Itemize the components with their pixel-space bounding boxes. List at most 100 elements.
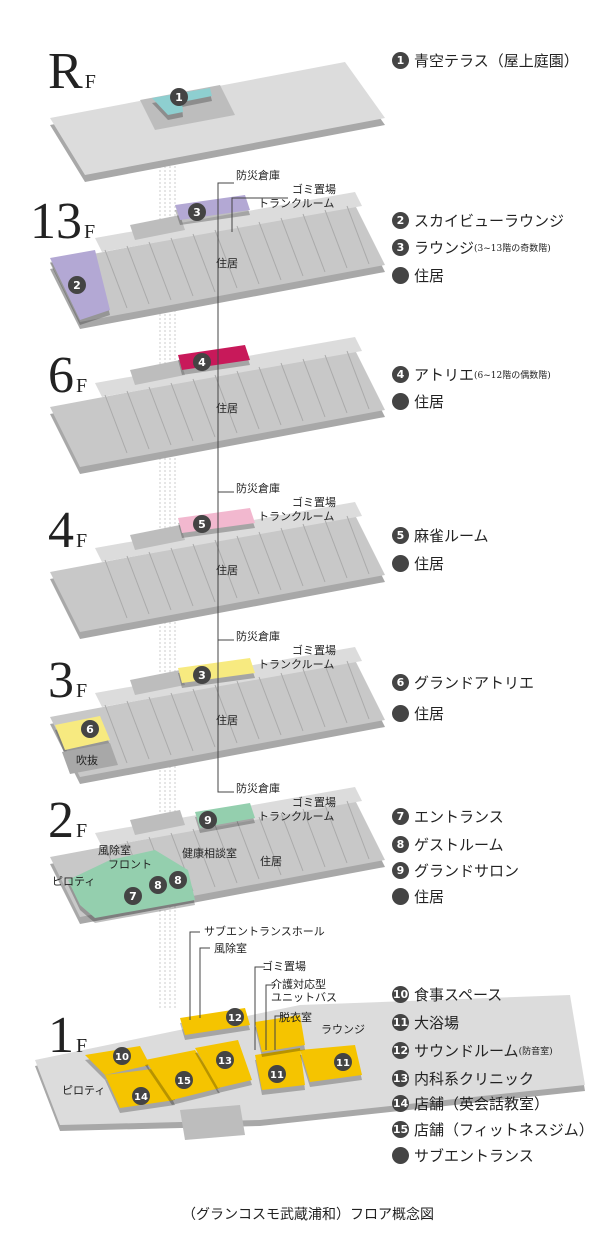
badge-number: 6 xyxy=(86,723,94,736)
badge-icon: 9 xyxy=(392,862,409,879)
legend-item: サブエントランス xyxy=(392,1145,534,1166)
badge-number: 10 xyxy=(115,1052,129,1063)
badge-icon xyxy=(170,88,188,106)
badge-number: 3 xyxy=(198,669,206,682)
unit-divider xyxy=(148,241,172,301)
badge-icon xyxy=(216,1051,234,1069)
legend-label: 住居 xyxy=(414,267,445,285)
badge-icon xyxy=(392,267,409,284)
label-windbreak-2f: 風除室 xyxy=(98,844,131,857)
badge-icon xyxy=(193,666,211,684)
badge-icon xyxy=(175,1071,193,1089)
unit-divider xyxy=(302,213,326,273)
label-care-bath: 介護対応型 xyxy=(271,978,326,991)
label-disaster-storage-3f: 防災倉庫 xyxy=(236,630,280,643)
label-garbage-13f: ゴミ置場 xyxy=(292,183,336,196)
unit-divider xyxy=(104,394,128,454)
unit-divider xyxy=(258,221,282,281)
floor-3f-core xyxy=(130,670,185,695)
badge-number: 9 xyxy=(204,814,212,827)
label-residence-3f: 住居 xyxy=(216,714,238,727)
unit-divider xyxy=(346,800,370,860)
badge-icon: 15 xyxy=(392,1121,409,1138)
unit-divider xyxy=(192,233,216,293)
badge-icon xyxy=(392,705,409,722)
badge-number: 4 xyxy=(198,356,206,369)
legend-label: 麻雀ルーム xyxy=(414,527,489,545)
legend-label: 大浴場 xyxy=(414,1014,460,1032)
legend-label: グランドサロン xyxy=(414,862,520,880)
legend-label: 食事スペース xyxy=(414,986,503,1004)
badge-icon xyxy=(334,1053,352,1071)
badge-number: 8 xyxy=(154,879,162,892)
badge-number: 11 xyxy=(270,1070,284,1081)
badge-icon: 4 xyxy=(392,366,409,383)
legend-label: サウンドルーム xyxy=(414,1042,519,1060)
unit-divider xyxy=(280,812,304,872)
badge-icon: 11 xyxy=(392,1014,409,1031)
label-atrium: 吹抜 xyxy=(76,754,98,767)
unit-divider xyxy=(280,362,304,422)
label-garbage-2f: ゴミ置場 xyxy=(292,796,336,809)
badge-icon xyxy=(268,1065,286,1083)
legend-label: 住居 xyxy=(414,705,445,723)
unit-divider xyxy=(148,551,172,611)
badge-icon xyxy=(392,888,409,905)
unit-divider xyxy=(170,237,194,297)
badge-number: 1 xyxy=(175,91,183,104)
unit-divider xyxy=(236,225,260,285)
badge-number: 11 xyxy=(336,1058,350,1069)
label-garbage-4f: ゴミ置場 xyxy=(292,496,336,509)
badge-number: 8 xyxy=(174,874,182,887)
legend-item: 住居 xyxy=(392,265,444,286)
label-residence-13f: 住居 xyxy=(216,257,238,270)
unit-divider xyxy=(214,539,238,599)
label-health-room: 健康相談室 xyxy=(182,847,237,860)
unit-divider xyxy=(236,820,260,880)
roof-slab xyxy=(50,62,385,175)
badge-icon: 6 xyxy=(392,674,409,691)
badge-icon xyxy=(392,393,409,410)
legend-label: スカイビューラウンジ xyxy=(414,212,565,230)
badge-icon xyxy=(193,353,211,371)
unit-divider xyxy=(104,559,128,619)
badge-number: 3 xyxy=(193,206,201,219)
badge-number: 2 xyxy=(73,279,81,292)
sub-entrance xyxy=(180,1105,245,1140)
unit-divider xyxy=(236,535,260,595)
unit-divider xyxy=(302,358,326,418)
badge-icon: 5 xyxy=(392,527,409,544)
unit-divider xyxy=(258,531,282,591)
floor-13f-corridor xyxy=(95,192,362,252)
unit-divider xyxy=(236,680,260,740)
leader-line xyxy=(217,182,234,218)
label-trunk-2f: トランクルーム xyxy=(258,810,335,823)
floor-13f-core xyxy=(130,215,185,240)
legend-note: (防音室) xyxy=(518,1047,553,1057)
legend-item: 9 グランドサロン xyxy=(392,860,519,881)
label-care-bath-2: ユニットバス xyxy=(271,991,337,1004)
badge-icon xyxy=(199,811,217,829)
legend-item: 住居 xyxy=(392,886,444,907)
unit-divider xyxy=(170,692,194,752)
unit-divider xyxy=(302,523,326,583)
legend-note: (6~12階の偶数階) xyxy=(474,371,551,381)
badge-icon: 13 xyxy=(392,1070,409,1087)
unit-divider xyxy=(302,668,326,728)
badge-icon: 3 xyxy=(392,239,409,256)
legend-label: ゲストルーム xyxy=(414,836,504,854)
